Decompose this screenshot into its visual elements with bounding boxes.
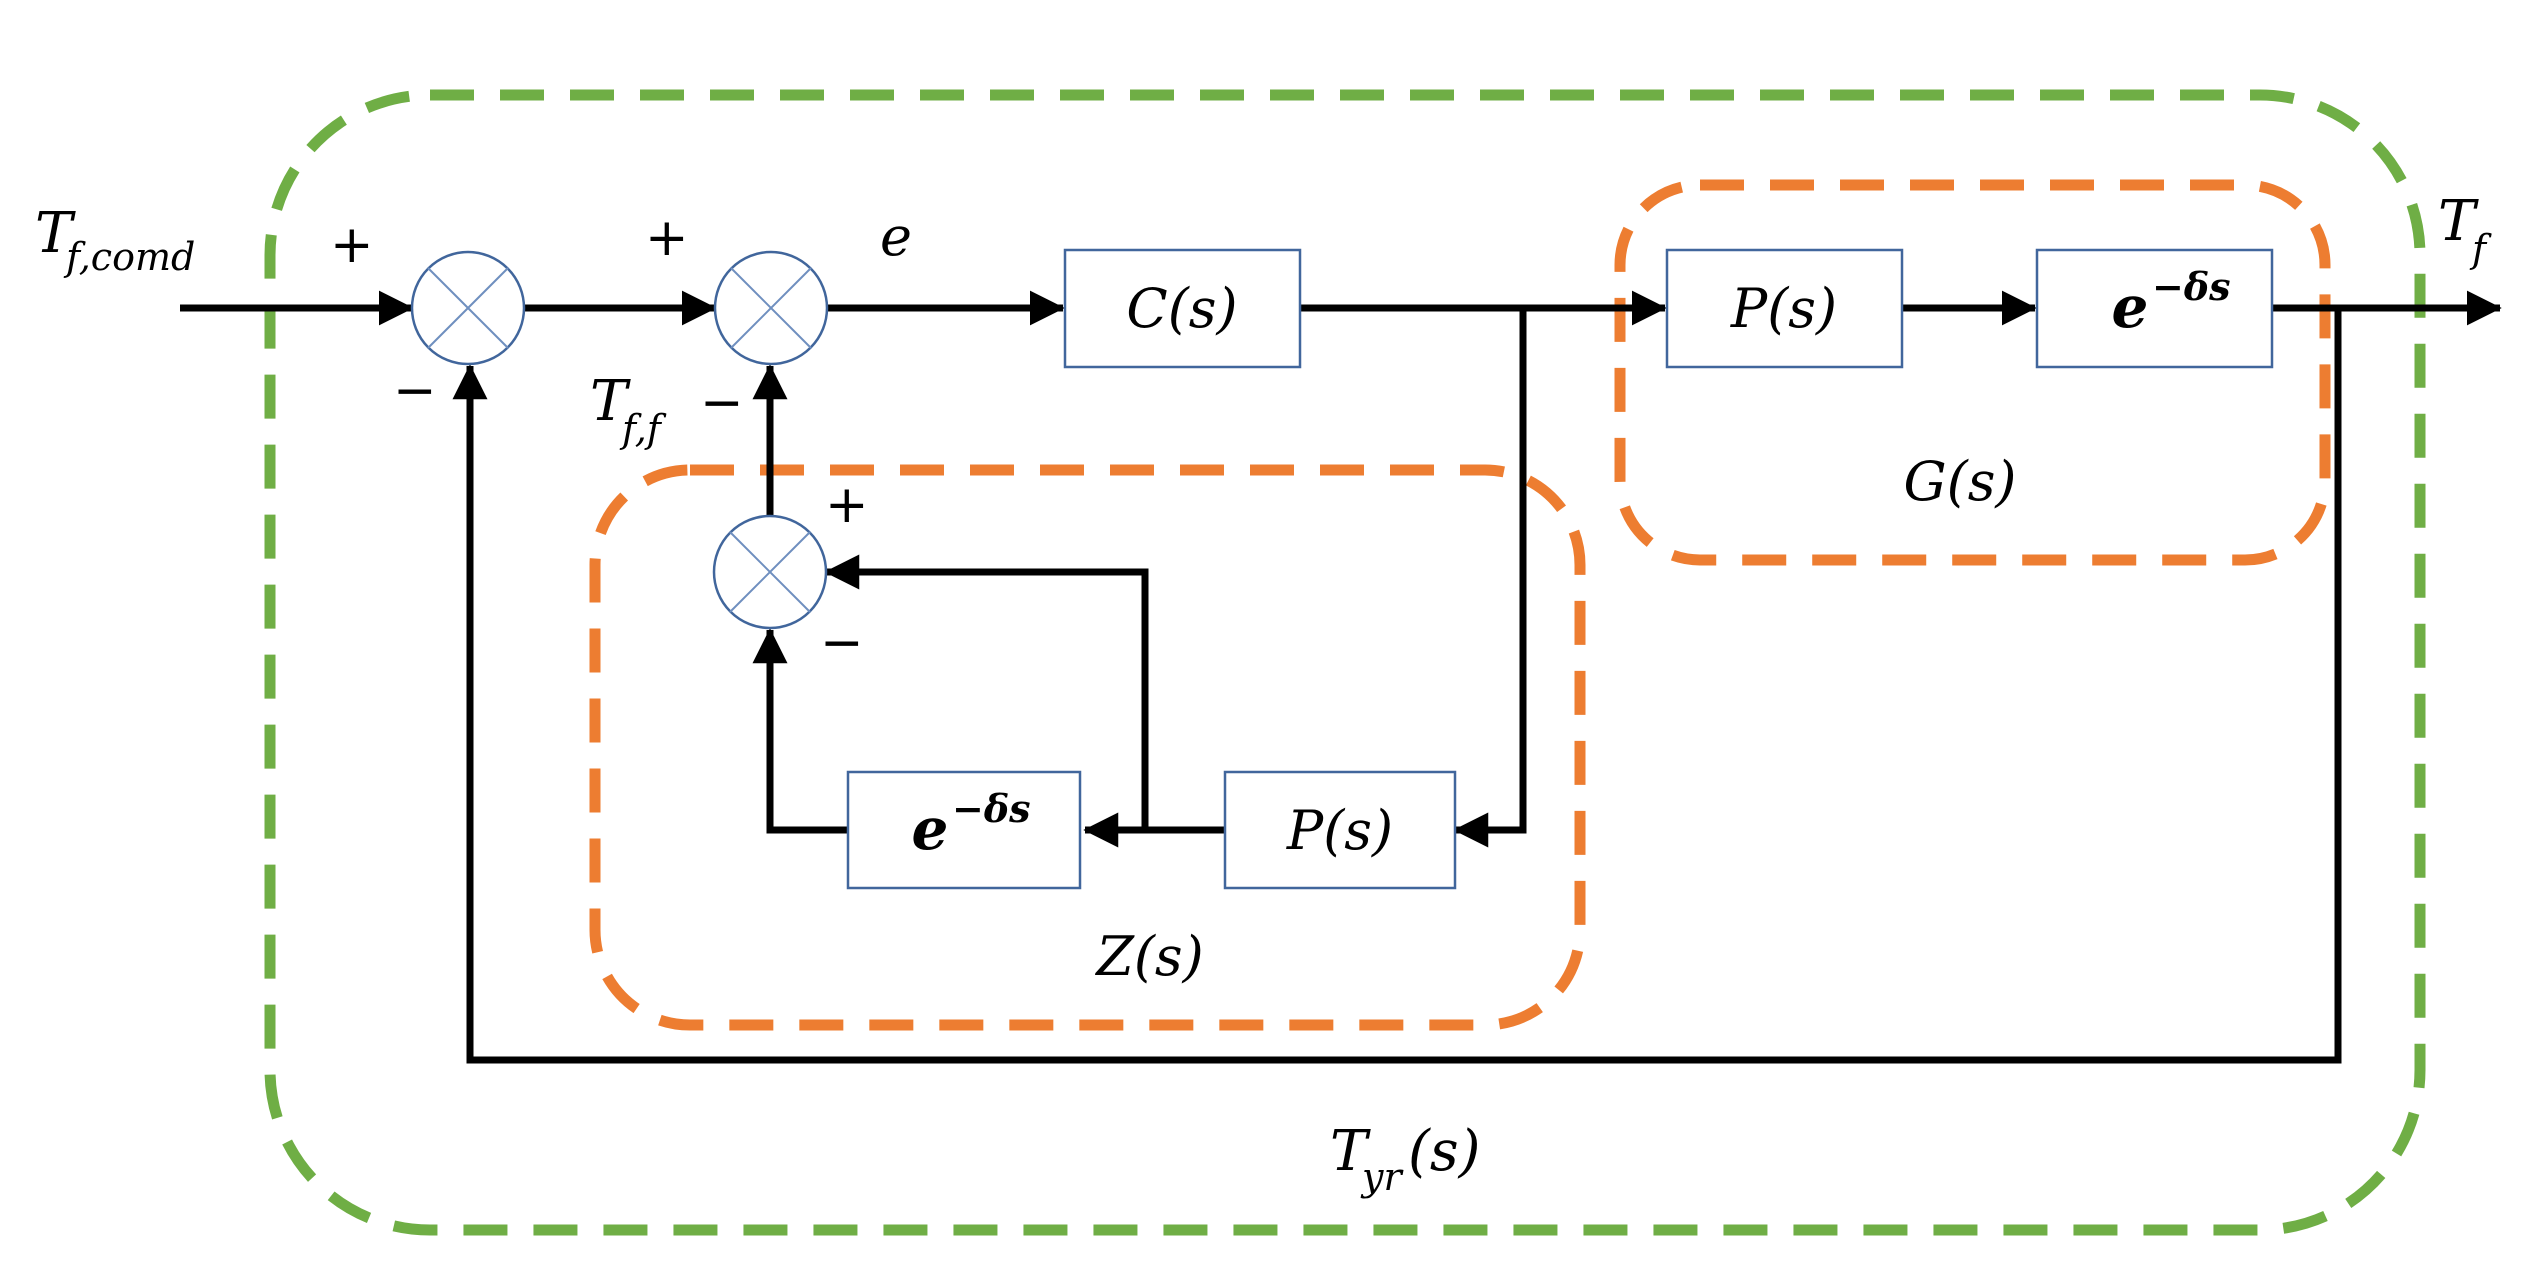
sum2-plus-sign: + (645, 208, 689, 268)
branch-to-model-wire (1453, 308, 1527, 848)
svg-text:yr: yr (1360, 1155, 1404, 1199)
plant-block: P(s) (1665, 248, 1904, 369)
svg-text:f,comd: f,comd (63, 235, 195, 279)
model-delay-block: e −δs (846, 770, 1082, 890)
controller-block: C(s) (1063, 248, 1302, 369)
summing-junction-outer (410, 250, 526, 366)
controller-label: C(s) (1126, 277, 1237, 340)
delay-exponent: −δs (2152, 264, 2231, 309)
delay-block: e −δs (2035, 248, 2274, 369)
svg-text:T: T (590, 369, 631, 434)
sum3-plus-sign: + (825, 475, 869, 535)
model-delayed-wire (752, 628, 848, 834)
model-delay-exponent: −δs (952, 786, 1031, 831)
svg-text:T: T (1330, 1119, 1371, 1184)
sum3-minus-sign: − (820, 613, 864, 673)
output-signal-label: T f (2438, 189, 2492, 271)
plant-group-boundary (1614, 179, 2331, 566)
svg-text:T: T (35, 201, 76, 266)
sum2-minus-sign: − (700, 373, 744, 433)
sum1-minus-sign: − (393, 361, 437, 421)
svg-text:T: T (2438, 189, 2479, 254)
feedback-signal-label: T f,f (590, 369, 667, 451)
model-undelayed-wire (824, 554, 1149, 830)
model-plant-block: P(s) (1223, 770, 1457, 890)
predictor-group-boundary (589, 464, 1586, 1031)
predictor-group-label: Z(s) (1094, 925, 1203, 988)
outer-loop-label: T yr (s) (1330, 1119, 1480, 1199)
svg-text:f,f: f,f (619, 407, 667, 451)
svg-text:(s): (s) (1408, 1119, 1480, 1184)
input-signal-label: T f,comd (35, 201, 195, 279)
plant-group-label: G(s) (1904, 450, 2017, 513)
outer-loop-boundary (264, 89, 2426, 1236)
model-plant-label: P(s) (1286, 799, 1393, 862)
delay-base: e (2112, 273, 2149, 341)
plant-label: P(s) (1730, 277, 1837, 340)
svg-text:f: f (2469, 227, 2492, 271)
outer-feedback-wire (452, 308, 2342, 1064)
sum1-plus-sign: + (330, 215, 374, 275)
summing-junction-predictor (712, 514, 828, 630)
summing-junction-inner (713, 250, 829, 366)
model-delay-base: e (912, 795, 949, 863)
error-signal-label: e (880, 205, 912, 268)
